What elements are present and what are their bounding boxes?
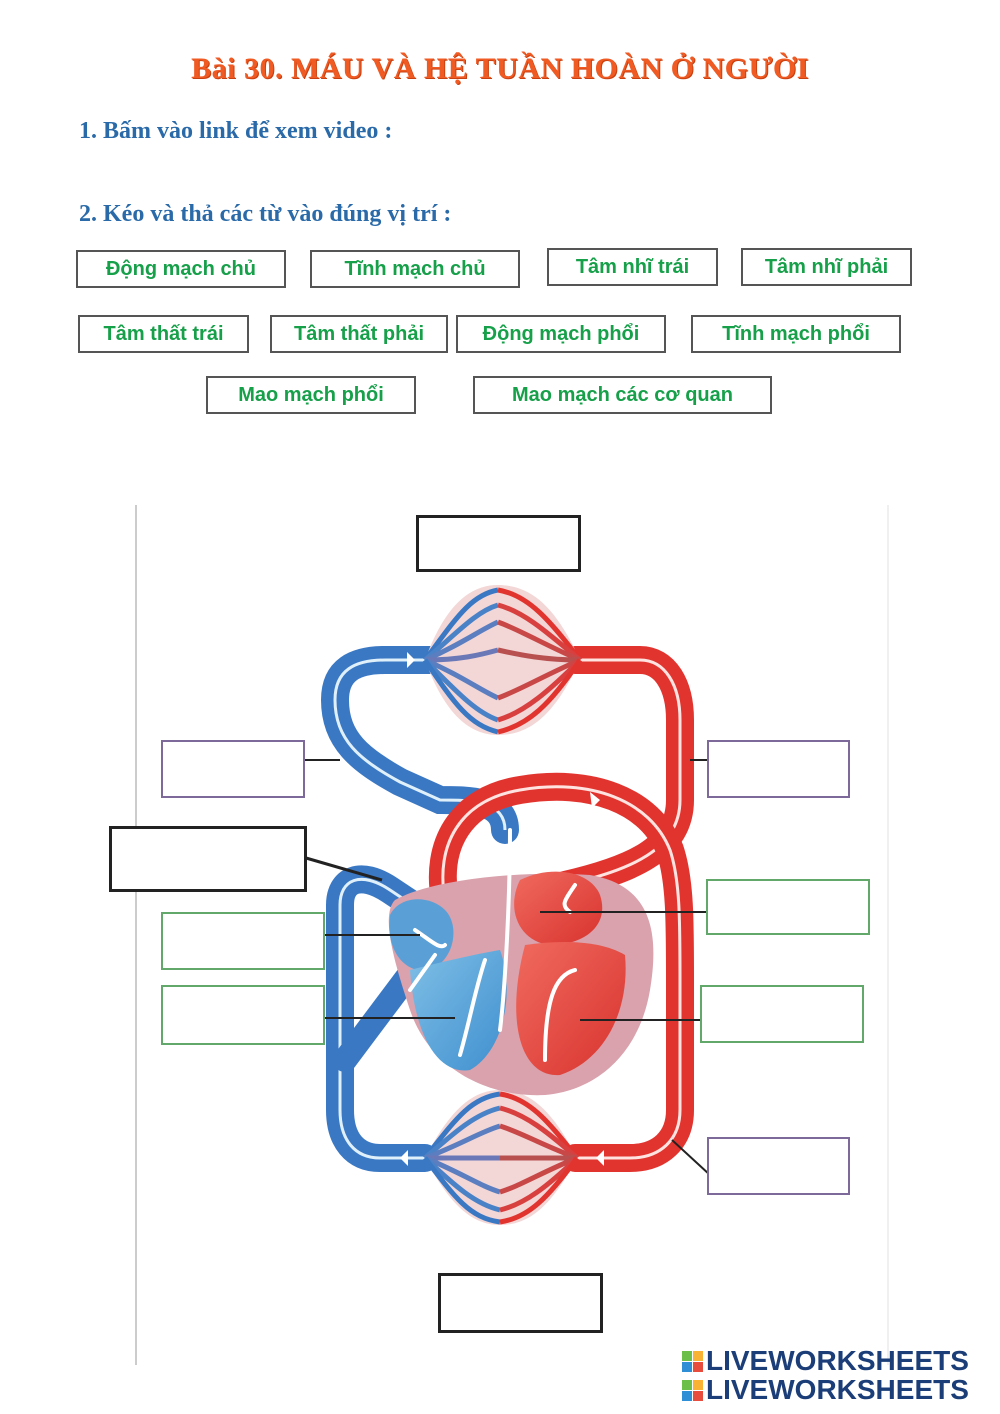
word-chip-dong-mach-phoi[interactable]: Động mạch phổi bbox=[456, 315, 666, 353]
lung-capillary-net bbox=[422, 585, 583, 735]
drop-zone-body-capillaries[interactable] bbox=[438, 1273, 603, 1333]
liveworksheets-logo-icon bbox=[682, 1350, 703, 1372]
body-capillary-net bbox=[423, 1090, 580, 1225]
word-chip-tam-nhi-phai[interactable]: Tâm nhĩ phải bbox=[741, 248, 912, 286]
drop-zone-vena-cava[interactable] bbox=[109, 826, 307, 892]
word-chip-tinh-mach-chu[interactable]: Tĩnh mạch chủ bbox=[310, 250, 520, 288]
drop-zone-left-atrium[interactable] bbox=[706, 879, 870, 935]
liveworksheets-watermark-2: LIVEWORKSHEETS bbox=[682, 1374, 969, 1406]
word-chip-mao-mach-phoi[interactable]: Mao mạch phổi bbox=[206, 376, 416, 414]
heart bbox=[388, 828, 654, 1096]
watermark-text: LIVEWORKSHEETS bbox=[706, 1345, 969, 1376]
word-chip-dong-mach-chu[interactable]: Động mạch chủ bbox=[76, 250, 286, 288]
word-chip-tam-nhi-trai[interactable]: Tâm nhĩ trái bbox=[547, 248, 718, 286]
word-chip-mao-mach-cac-co-quan[interactable]: Mao mạch các cơ quan bbox=[473, 376, 772, 414]
drop-zone-aorta[interactable] bbox=[707, 1137, 850, 1195]
liveworksheets-watermark: LIVEWORKSHEETS bbox=[682, 1345, 969, 1377]
instruction-drag-drop: 2. Kéo và thả các từ vào đúng vị trí : bbox=[79, 201, 452, 227]
page-title: Bài 30. MÁU VÀ HỆ TUẦN HOÀN Ở NGƯỜI bbox=[191, 52, 809, 85]
left-atrium bbox=[514, 871, 603, 945]
drop-zone-right-ventricle[interactable] bbox=[161, 985, 325, 1045]
drop-zone-right-atrium[interactable] bbox=[161, 912, 325, 970]
word-chip-tinh-mach-phoi[interactable]: Tĩnh mạch phổi bbox=[691, 315, 901, 353]
instruction-video: 1. Bấm vào link để xem video : bbox=[79, 118, 393, 144]
drop-zone-left-ventricle[interactable] bbox=[700, 985, 864, 1043]
drop-zone-pulmonary-vein[interactable] bbox=[707, 740, 850, 798]
word-chip-tam-that-phai[interactable]: Tâm thất phải bbox=[270, 315, 448, 353]
drop-zone-pulmonary-capillaries[interactable] bbox=[416, 515, 581, 572]
word-chip-tam-that-trai[interactable]: Tâm thất trái bbox=[78, 315, 249, 353]
right-ventricle bbox=[410, 950, 507, 1071]
liveworksheets-logo-icon bbox=[682, 1379, 703, 1401]
watermark-text: LIVEWORKSHEETS bbox=[706, 1374, 969, 1405]
drop-zone-pulmonary-artery[interactable] bbox=[161, 740, 305, 798]
